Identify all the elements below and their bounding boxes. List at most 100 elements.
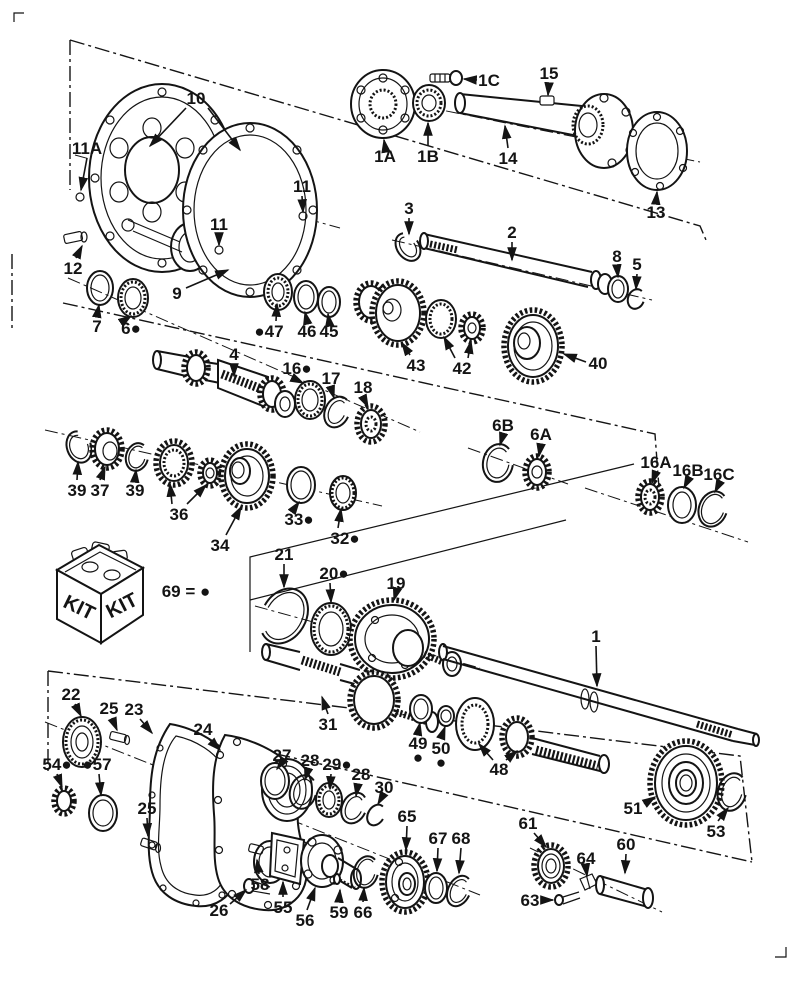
leader-line xyxy=(326,773,336,791)
part-label-12-4: 12 xyxy=(64,259,83,278)
part-label-14-10: 14 xyxy=(499,149,518,168)
part-label-22-45: 22 xyxy=(62,685,81,704)
part-label-30-56: 30 xyxy=(375,778,394,797)
part-label-28-53: 28 xyxy=(301,751,320,770)
snap-16c xyxy=(697,490,729,528)
bolt-25b xyxy=(140,837,162,854)
output-shaft-assembly xyxy=(261,643,610,774)
leader-line xyxy=(591,645,602,688)
part-label-43-16: 43 xyxy=(407,356,426,375)
leader-line xyxy=(432,847,443,873)
leader-line xyxy=(401,825,412,852)
part-label-15-9: 15 xyxy=(540,64,559,83)
speedo-gear-group xyxy=(379,849,473,915)
part-label-24-48: 24 xyxy=(194,720,213,739)
snap-ring-21 xyxy=(259,587,309,645)
part-label-45-23: 45 xyxy=(320,322,339,341)
part-label-31-57: 31 xyxy=(319,715,338,734)
leader-line xyxy=(334,888,344,904)
leader-line xyxy=(641,796,657,808)
leader-line xyxy=(620,853,631,875)
part-label-25-51: 25 xyxy=(138,799,157,818)
corner-marks xyxy=(13,12,787,958)
leader-line xyxy=(287,500,300,516)
snap-ring-17 xyxy=(323,395,351,429)
leader-line xyxy=(185,269,230,289)
leader-line xyxy=(353,782,363,798)
leader-line xyxy=(325,312,335,328)
leader-line xyxy=(95,465,106,481)
leader-line xyxy=(72,460,83,481)
leader-line xyxy=(207,107,241,152)
output-flange-group xyxy=(268,831,380,890)
part-label-3-12: 3 xyxy=(404,199,413,218)
part-label-16A-37: 16A xyxy=(640,453,671,472)
part-label-36-31: 36 xyxy=(170,505,189,524)
part-label-49-58: 49 xyxy=(409,734,428,753)
leader-line xyxy=(392,586,403,602)
leader-line xyxy=(580,862,591,878)
leader-line xyxy=(117,315,133,328)
leader-line xyxy=(562,353,587,363)
leader-line xyxy=(148,107,187,148)
part-label-16-25: 16● xyxy=(282,359,311,378)
part-label-9-5: 9 xyxy=(172,284,181,303)
axle-shaft-assembly xyxy=(350,69,688,191)
leader-line xyxy=(304,766,314,782)
part-label-50-60: 50 xyxy=(432,739,451,758)
leader-line xyxy=(166,482,177,505)
seal-stack xyxy=(260,762,386,827)
part-label-34-32: 34 xyxy=(211,536,230,555)
leader-line xyxy=(377,790,389,806)
bearing-sets xyxy=(481,443,729,528)
leader-line xyxy=(325,582,336,604)
leader-line xyxy=(142,817,153,838)
part-label-6A-36: 6A xyxy=(530,425,552,444)
part-label-65-63: 65 xyxy=(398,807,417,826)
bolt-63 xyxy=(554,891,581,906)
leader-line xyxy=(129,468,140,484)
input-shaft-assembly xyxy=(86,270,388,445)
leader-line xyxy=(71,244,83,260)
leader-line xyxy=(306,886,316,911)
part-label-57-50: ●57 xyxy=(82,755,111,774)
leader-line xyxy=(632,273,642,291)
leader-line xyxy=(78,157,89,192)
leader-line xyxy=(716,806,729,822)
part-label-21-41: 21 xyxy=(275,545,294,564)
leader-line xyxy=(276,755,289,771)
leader-line xyxy=(91,303,102,319)
ring-42a xyxy=(425,299,457,339)
part-label-19-43: 19 xyxy=(387,574,406,593)
part-label-6B-35: 6B xyxy=(492,416,514,435)
part-label-46-22: 46 xyxy=(298,322,317,341)
part-label-68-65: 68 xyxy=(452,829,471,848)
part-label-1B-7: 1B xyxy=(417,147,439,166)
part-label-37-29: 37 xyxy=(91,481,110,500)
part-label-54-49: 54● xyxy=(42,755,71,774)
part-label--59: ● xyxy=(413,748,423,767)
part-label-53-77: 53 xyxy=(707,822,726,841)
part-label-16B-38: 16B xyxy=(672,461,703,480)
leader-line xyxy=(533,832,548,849)
part-label-1C-8: 1C xyxy=(478,71,500,90)
output-gear-group xyxy=(259,587,462,681)
leader-line xyxy=(462,75,478,85)
part-label-7-19: 7 xyxy=(92,317,101,336)
leader-line xyxy=(325,384,335,400)
leader-line xyxy=(650,190,661,206)
part-label-51-76: 51 xyxy=(624,799,643,818)
leader-line xyxy=(536,442,546,458)
part-label-59-74: 59 xyxy=(330,903,349,922)
leader-line xyxy=(321,695,331,715)
part-label-13-11: 13 xyxy=(647,203,666,222)
bolt-12 xyxy=(63,230,88,244)
leader-line xyxy=(477,742,494,761)
part-label-17-26: 17 xyxy=(322,369,341,388)
leader-line xyxy=(504,749,519,763)
part-label-2-13: 2 xyxy=(507,223,516,242)
gasket-55 xyxy=(268,831,306,886)
